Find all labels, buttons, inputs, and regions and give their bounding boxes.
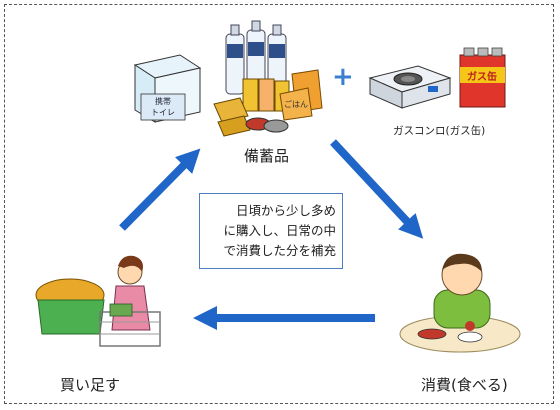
toilet-label-1: 携帯 <box>155 96 171 106</box>
gas-stove-icon <box>368 65 452 109</box>
rice-pack-label: ごはん <box>284 99 308 109</box>
canned-food-icon: ごはん <box>213 69 323 137</box>
diagram-frame <box>4 4 554 404</box>
gas-stove-label: ガスコンロ(ガス缶) <box>393 125 486 137</box>
center-text-line-2: に購入し、日常の中 <box>223 223 336 238</box>
shopper-icon <box>35 255 161 347</box>
portable-toilet-icon: 携帯 トイレ <box>133 54 202 123</box>
gas-can-icon: ガス缶 <box>459 47 506 108</box>
water-bottles-icon <box>225 20 287 95</box>
consume-label: 消費(食べる) <box>421 376 508 394</box>
center-explanation-box: 日頃から少し多め に購入し、日常の中 で消費した分を補充 <box>199 193 343 269</box>
gas-can-label: ガス缶 <box>467 70 497 83</box>
plus-sign: + <box>332 62 354 92</box>
arrow-buy-to-stock <box>119 148 201 231</box>
center-text-line-3: で消費した分を補充 <box>223 243 336 258</box>
arrow-stock-to-consume <box>330 139 424 239</box>
stockpile-label: 備蓄品 <box>244 147 290 165</box>
toilet-label-2: トイレ <box>151 108 175 117</box>
buy-label: 買い足す <box>60 376 121 394</box>
center-text-line-1: 日頃から少し多め <box>235 203 336 218</box>
person-eating-icon <box>399 253 521 353</box>
